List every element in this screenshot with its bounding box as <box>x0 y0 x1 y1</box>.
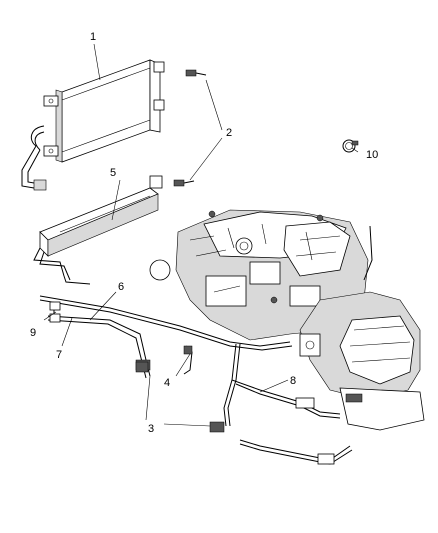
callout-4: 4 <box>164 377 170 389</box>
leader-lines <box>43 43 359 427</box>
callout-9: 9 <box>30 327 36 339</box>
transmission-assembly <box>299 291 425 431</box>
cooler-line-part-9[interactable] <box>49 301 61 323</box>
clip-part-3[interactable] <box>135 361 225 433</box>
callout-7: 7 <box>56 349 62 361</box>
bolt-part-2-lower[interactable] <box>173 179 195 187</box>
callouts: 1 2 3 4 5 6 7 8 9 10 <box>30 31 378 435</box>
callout-10: 10 <box>366 149 378 161</box>
cooler-line-part-7[interactable] <box>47 315 151 379</box>
callout-3: 3 <box>148 423 154 435</box>
cooler-line-part-6[interactable] <box>39 295 293 351</box>
bracket-part-4[interactable] <box>183 345 193 375</box>
callout-1: 1 <box>90 31 96 43</box>
callout-2: 2 <box>226 127 232 139</box>
callout-6: 6 <box>118 281 124 293</box>
callout-5: 5 <box>110 167 116 179</box>
hose-clamp-part-10[interactable] <box>342 139 359 153</box>
aux-cooler-part-5[interactable] <box>33 175 163 285</box>
callout-8: 8 <box>290 375 296 387</box>
oil-cooler-part-1[interactable] <box>21 59 165 191</box>
bolt-part-2-upper[interactable] <box>185 69 207 77</box>
cooler-line-part-8[interactable] <box>223 343 353 465</box>
